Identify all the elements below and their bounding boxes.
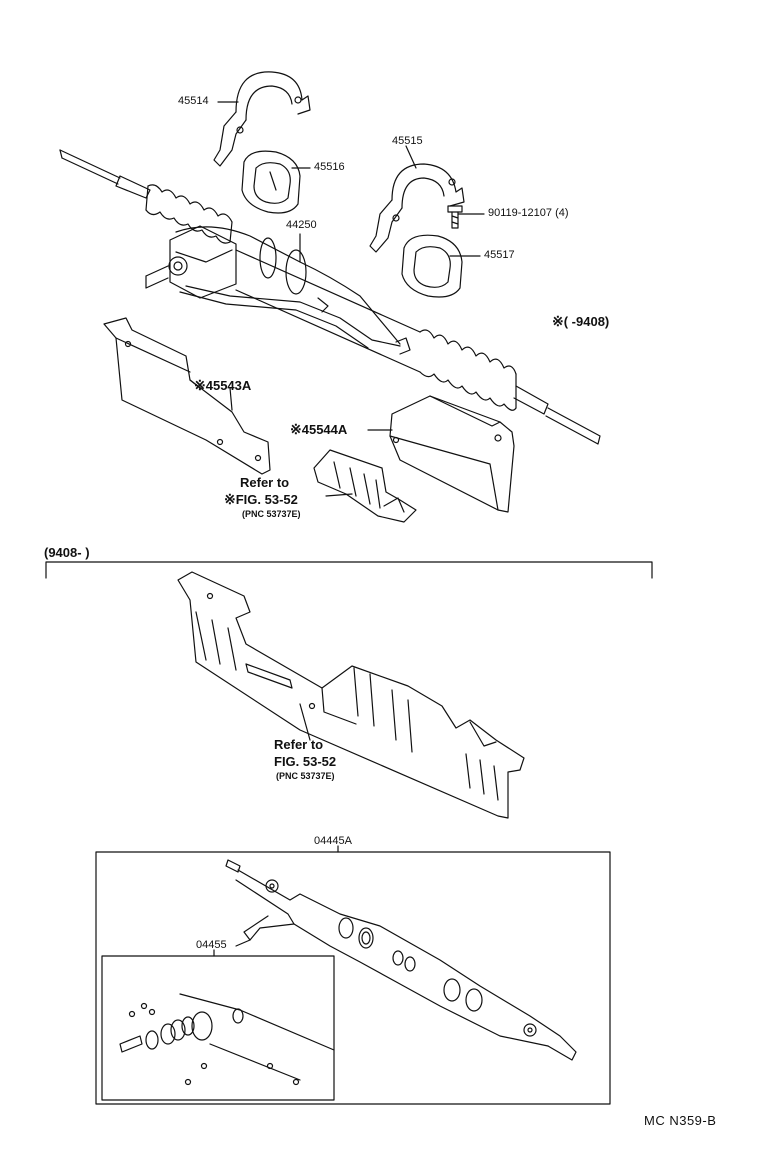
label-45543A: ※45543A [194,378,251,392]
label-45517: 45517 [484,249,515,261]
refer-to-upper: Refer to [240,475,290,490]
label-45515: 45515 [392,135,423,147]
label-90119: 90119-12107 (4) [488,207,569,219]
seal-kit-contents [119,993,335,1086]
note-mark: ※ [290,421,302,437]
pnc-ref-upper: (PNC 53737E) [242,509,301,519]
label-45514: 45514 [178,95,209,107]
refer-to-lower: Refer to [274,737,324,752]
seal-kit-box [101,949,335,1101]
label-45544A: ※45544A [290,422,347,436]
fig-ref-upper-text: FIG. 53-52 [235,492,298,507]
note-mark: ※ [224,491,236,507]
steering-rack-assembly [59,149,601,445]
label-44250: 44250 [286,219,317,231]
part-number-45544A: 45544A [301,422,348,437]
under-cover-lower [177,571,525,819]
note-mark: ※ [552,313,564,329]
bushing-45516 [241,150,301,214]
pnc-ref-lower: (PNC 53737E) [276,771,335,781]
shield-45544A [389,395,515,513]
note-mark: ※ [194,377,206,393]
leader-lines-upper [217,101,485,497]
label-04455: 04455 [196,939,227,951]
fig-ref-lower: FIG. 53-52 [274,754,337,769]
part-number-45543A: 45543A [205,378,252,393]
range-note-upper: ※( -9408) [552,314,609,328]
gasket-kit-box [95,845,611,1105]
shield-45543A [103,317,271,475]
footer-code: MC N359-B [644,1113,717,1128]
bracket-45515 [369,163,465,253]
range-bracket-line [45,561,653,579]
label-45516: 45516 [314,161,345,173]
under-cover-upper [313,449,417,523]
bushing-45517 [401,234,463,298]
bolt-90119 [447,205,463,229]
range-upper-text: ( -9408) [563,314,610,329]
bracket-45514 [213,71,311,167]
fig-ref-upper: ※FIG. 53-52 [224,492,298,506]
label-04445A: 04445A [314,835,352,847]
kit-rack-outline [225,859,577,1061]
range-note-lower: (9408- ) [44,545,90,560]
